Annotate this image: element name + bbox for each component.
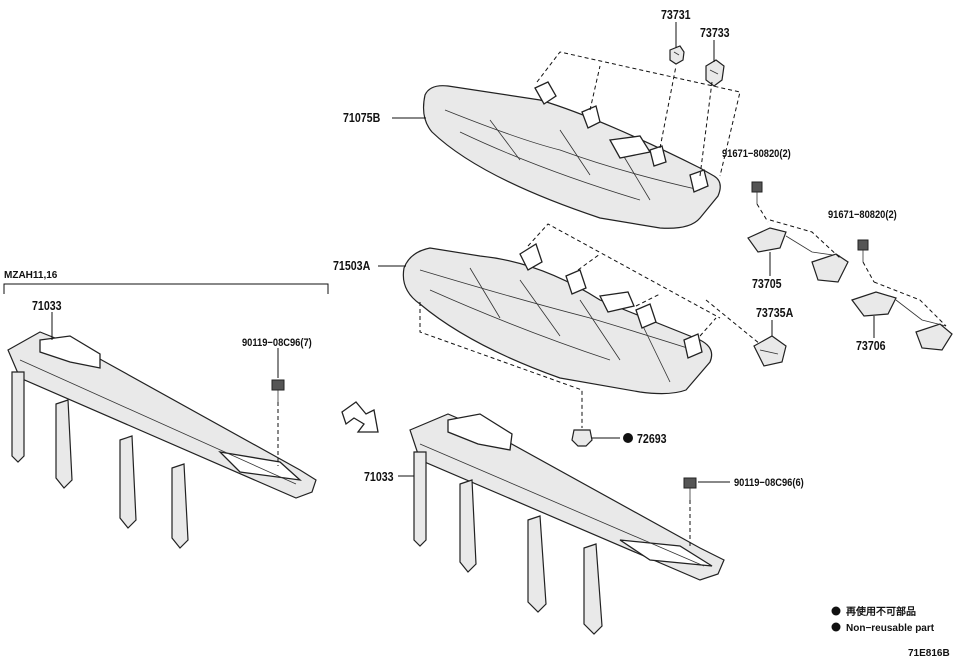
label-variant: MZAH11,16 [4,270,58,281]
label-71075B: 71075B [343,110,381,125]
frame-71033-right [409,413,725,635]
label-71503A: 71503A [333,258,371,273]
legend-marker-en [831,622,841,632]
bolt-91671-b [857,239,869,262]
label-90119-left: 90119−08C96(7) [242,337,312,349]
label-90119-right: 90119−08C96(6) [734,477,804,489]
clip-72693 [571,429,593,447]
label-73706: 73706 [856,338,886,353]
non-reusable-marker-72693 [623,433,633,443]
part-73735A [753,335,787,367]
legend-text-en: Non−reusable part [846,623,935,634]
cushion-71503A [402,243,713,395]
bolt-91671-a [751,181,763,204]
legend-text-jp: 再使用不可部品 [846,605,916,618]
clip-73733 [705,59,725,87]
label-91671-a: 91671−80820(2) [722,148,791,160]
label-73733: 73733 [700,25,730,40]
bolt-90119-left [271,379,285,402]
label-71033-left: 71033 [32,298,62,313]
label-72693: 72693 [637,431,667,446]
label-91671-b: 91671−80820(2) [828,209,897,221]
arrow-icon [341,401,379,433]
frame-71033-left [7,331,317,549]
label-73735A: 73735A [756,305,794,320]
bolt-90119-right [683,477,697,500]
bracket-73706 [851,291,953,351]
figure-code: 71E816B [908,648,950,659]
bracket-73705 [747,227,849,283]
label-73731: 73731 [661,7,691,22]
label-71033-right: 71033 [364,469,394,484]
label-73705: 73705 [752,276,782,291]
clip-73731 [669,45,685,65]
legend-marker-jp [831,606,841,616]
seatback-71075B [422,81,721,229]
